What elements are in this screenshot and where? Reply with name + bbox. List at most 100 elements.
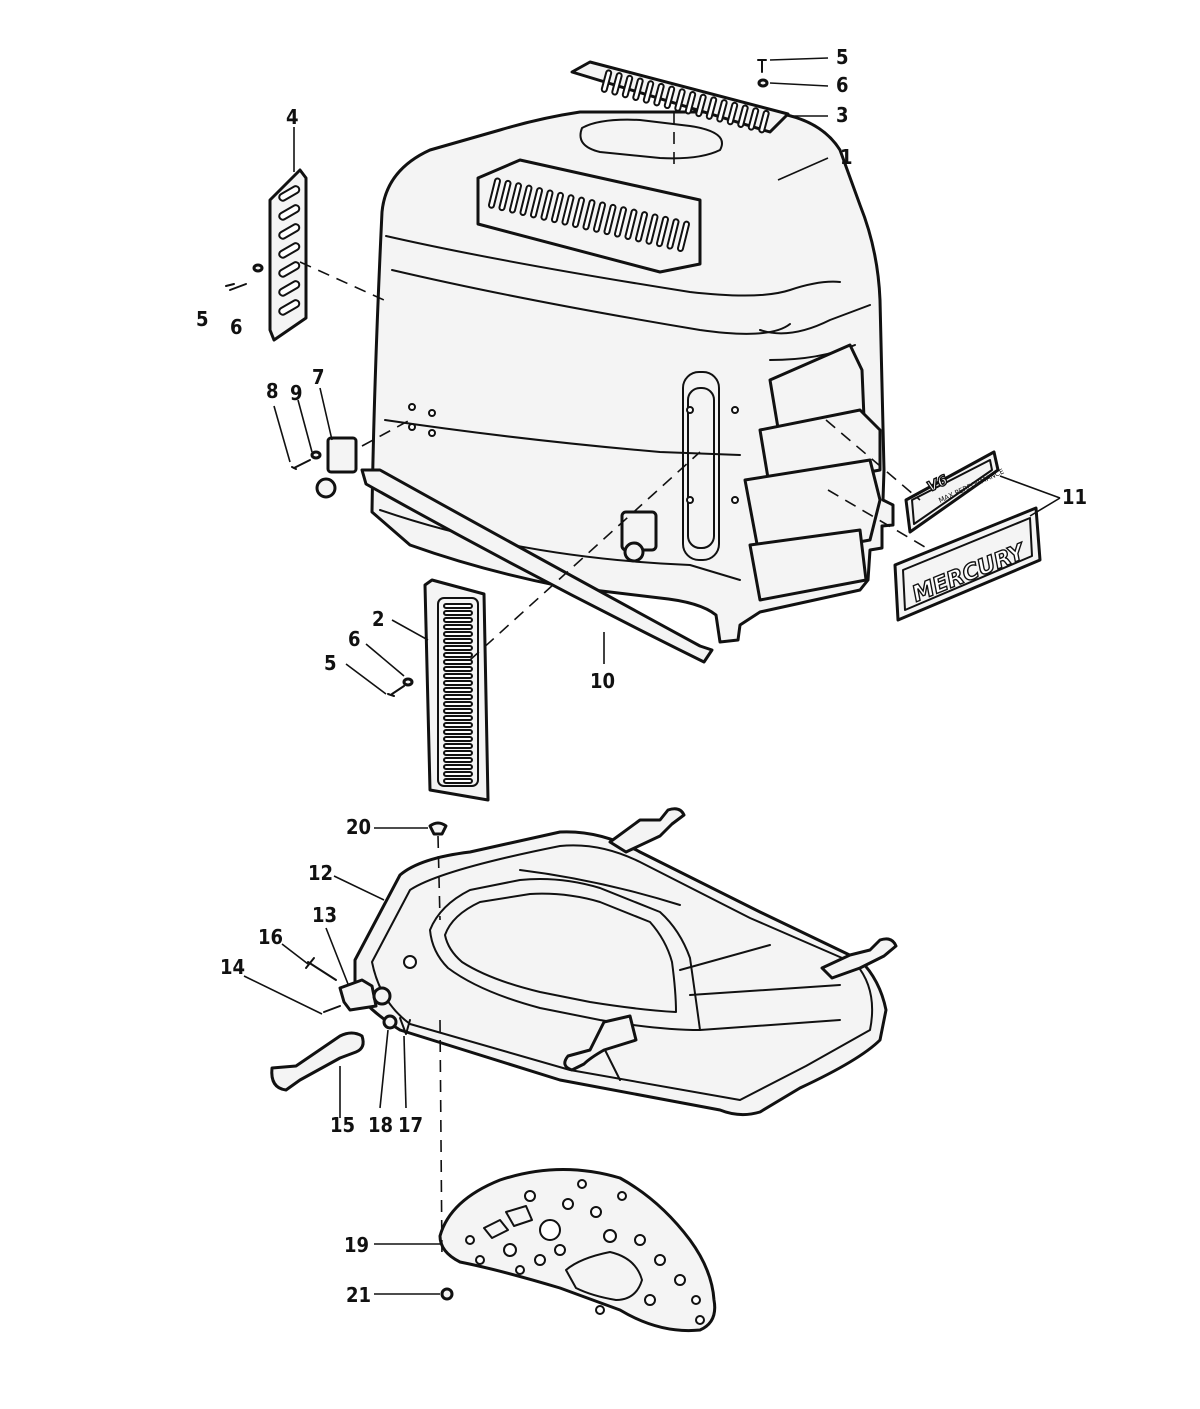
vent-slot <box>443 645 473 651</box>
hinge-bracket <box>338 978 392 1012</box>
callout-1: 1 <box>840 145 853 169</box>
screw-14 <box>323 1005 341 1013</box>
vent-slot <box>705 96 718 120</box>
vent-slot <box>529 187 544 219</box>
plate-hole <box>595 1305 605 1315</box>
screw-20 <box>428 821 448 836</box>
callout-5-left: 5 <box>196 307 209 331</box>
callout-16: 16 <box>258 925 283 949</box>
vent-slot <box>443 673 473 679</box>
vent-slot <box>443 652 473 658</box>
trim-strip <box>360 468 714 664</box>
callout-19: 19 <box>344 1233 369 1257</box>
clip-17 <box>399 1017 411 1035</box>
vent-slot <box>611 72 623 96</box>
vent-slot <box>684 91 697 115</box>
vent-slot <box>278 280 301 297</box>
vent-slot <box>443 603 473 609</box>
washer-9 <box>310 450 322 460</box>
callout-4: 4 <box>286 105 299 129</box>
vent-slot <box>278 242 301 259</box>
vent-slot <box>278 223 301 240</box>
vent-slot <box>603 203 617 236</box>
callout-7: 7 <box>312 365 325 389</box>
leader-2 <box>391 619 429 641</box>
vent-slot <box>758 109 770 134</box>
vent-slot <box>443 750 473 756</box>
callout-14: 14 <box>220 955 245 979</box>
plate-hole <box>503 1243 517 1257</box>
plate-hole <box>644 1294 656 1306</box>
tray-latch-right <box>820 937 898 980</box>
align-line-bottom <box>437 835 443 1261</box>
plate-hole <box>577 1179 587 1189</box>
callout-20: 20 <box>346 815 371 839</box>
vent-slot <box>645 213 659 245</box>
callout-2: 2 <box>372 607 385 631</box>
vent-slot <box>278 185 301 202</box>
vent-slot <box>600 69 613 93</box>
screw-5-left <box>225 283 247 291</box>
leader-17 <box>403 1035 407 1109</box>
vent-slot <box>443 617 473 623</box>
callout-6-left: 6 <box>230 315 243 339</box>
vent-slot <box>737 104 749 128</box>
vent-slot <box>278 261 301 278</box>
screw-5-front <box>387 685 405 697</box>
nut-21 <box>440 1287 454 1301</box>
callout-10: 10 <box>590 669 615 693</box>
leader-16 <box>281 943 309 965</box>
leader-11a <box>999 475 1061 499</box>
plate-hole <box>674 1274 686 1286</box>
plate-hole <box>562 1198 574 1210</box>
plate-hole <box>475 1255 485 1265</box>
vent-slot <box>519 184 533 216</box>
washer-6-front <box>402 677 414 687</box>
callout-9: 9 <box>290 381 303 405</box>
callout-18: 18 <box>368 1113 393 1137</box>
plate-hole <box>603 1229 617 1243</box>
align-line-left-vent <box>299 261 385 301</box>
leader-5c <box>345 663 387 695</box>
vent-slot <box>498 179 512 212</box>
vent-slot <box>443 659 473 665</box>
leader-7 <box>319 387 333 441</box>
plate-hole <box>465 1235 475 1245</box>
align-line-latch <box>361 419 411 447</box>
v6-decal: V6 MAX PERFORMANCE <box>904 450 1005 534</box>
latch-handle-left <box>270 1031 365 1092</box>
plate-hole <box>634 1234 646 1246</box>
leader-9 <box>297 399 313 453</box>
leader-6a <box>769 82 829 87</box>
vent-slot <box>278 299 301 316</box>
mounting-plate <box>438 1168 717 1333</box>
vent-slot <box>592 201 607 233</box>
vent-slot <box>747 107 760 131</box>
vent-slot <box>695 93 707 118</box>
leader-5a <box>769 57 829 61</box>
align-line-emblem-v6 <box>825 419 921 501</box>
vent-slot <box>726 101 739 126</box>
plate-hole <box>515 1265 525 1275</box>
screw-8 <box>291 459 311 470</box>
callout-5-front: 5 <box>324 651 337 675</box>
vent-slot <box>443 624 473 630</box>
vent-slot <box>624 208 638 240</box>
leader-8 <box>273 405 291 463</box>
vent-slot <box>550 191 565 224</box>
washer-6-top <box>757 78 769 88</box>
leader-14 <box>243 975 323 1015</box>
bottom-cowl <box>353 807 898 1117</box>
washer-18 <box>382 1014 398 1030</box>
vent-slot <box>443 666 473 672</box>
plate-hole <box>691 1295 701 1305</box>
vent-slot <box>443 701 473 707</box>
leader-18 <box>379 1029 389 1109</box>
plate-hole <box>554 1244 566 1256</box>
plate-hole <box>524 1190 536 1202</box>
leader-11b <box>1029 497 1061 517</box>
vent-slot <box>443 687 473 693</box>
tray-latch-top <box>608 807 686 854</box>
screw-5-top <box>757 59 767 73</box>
